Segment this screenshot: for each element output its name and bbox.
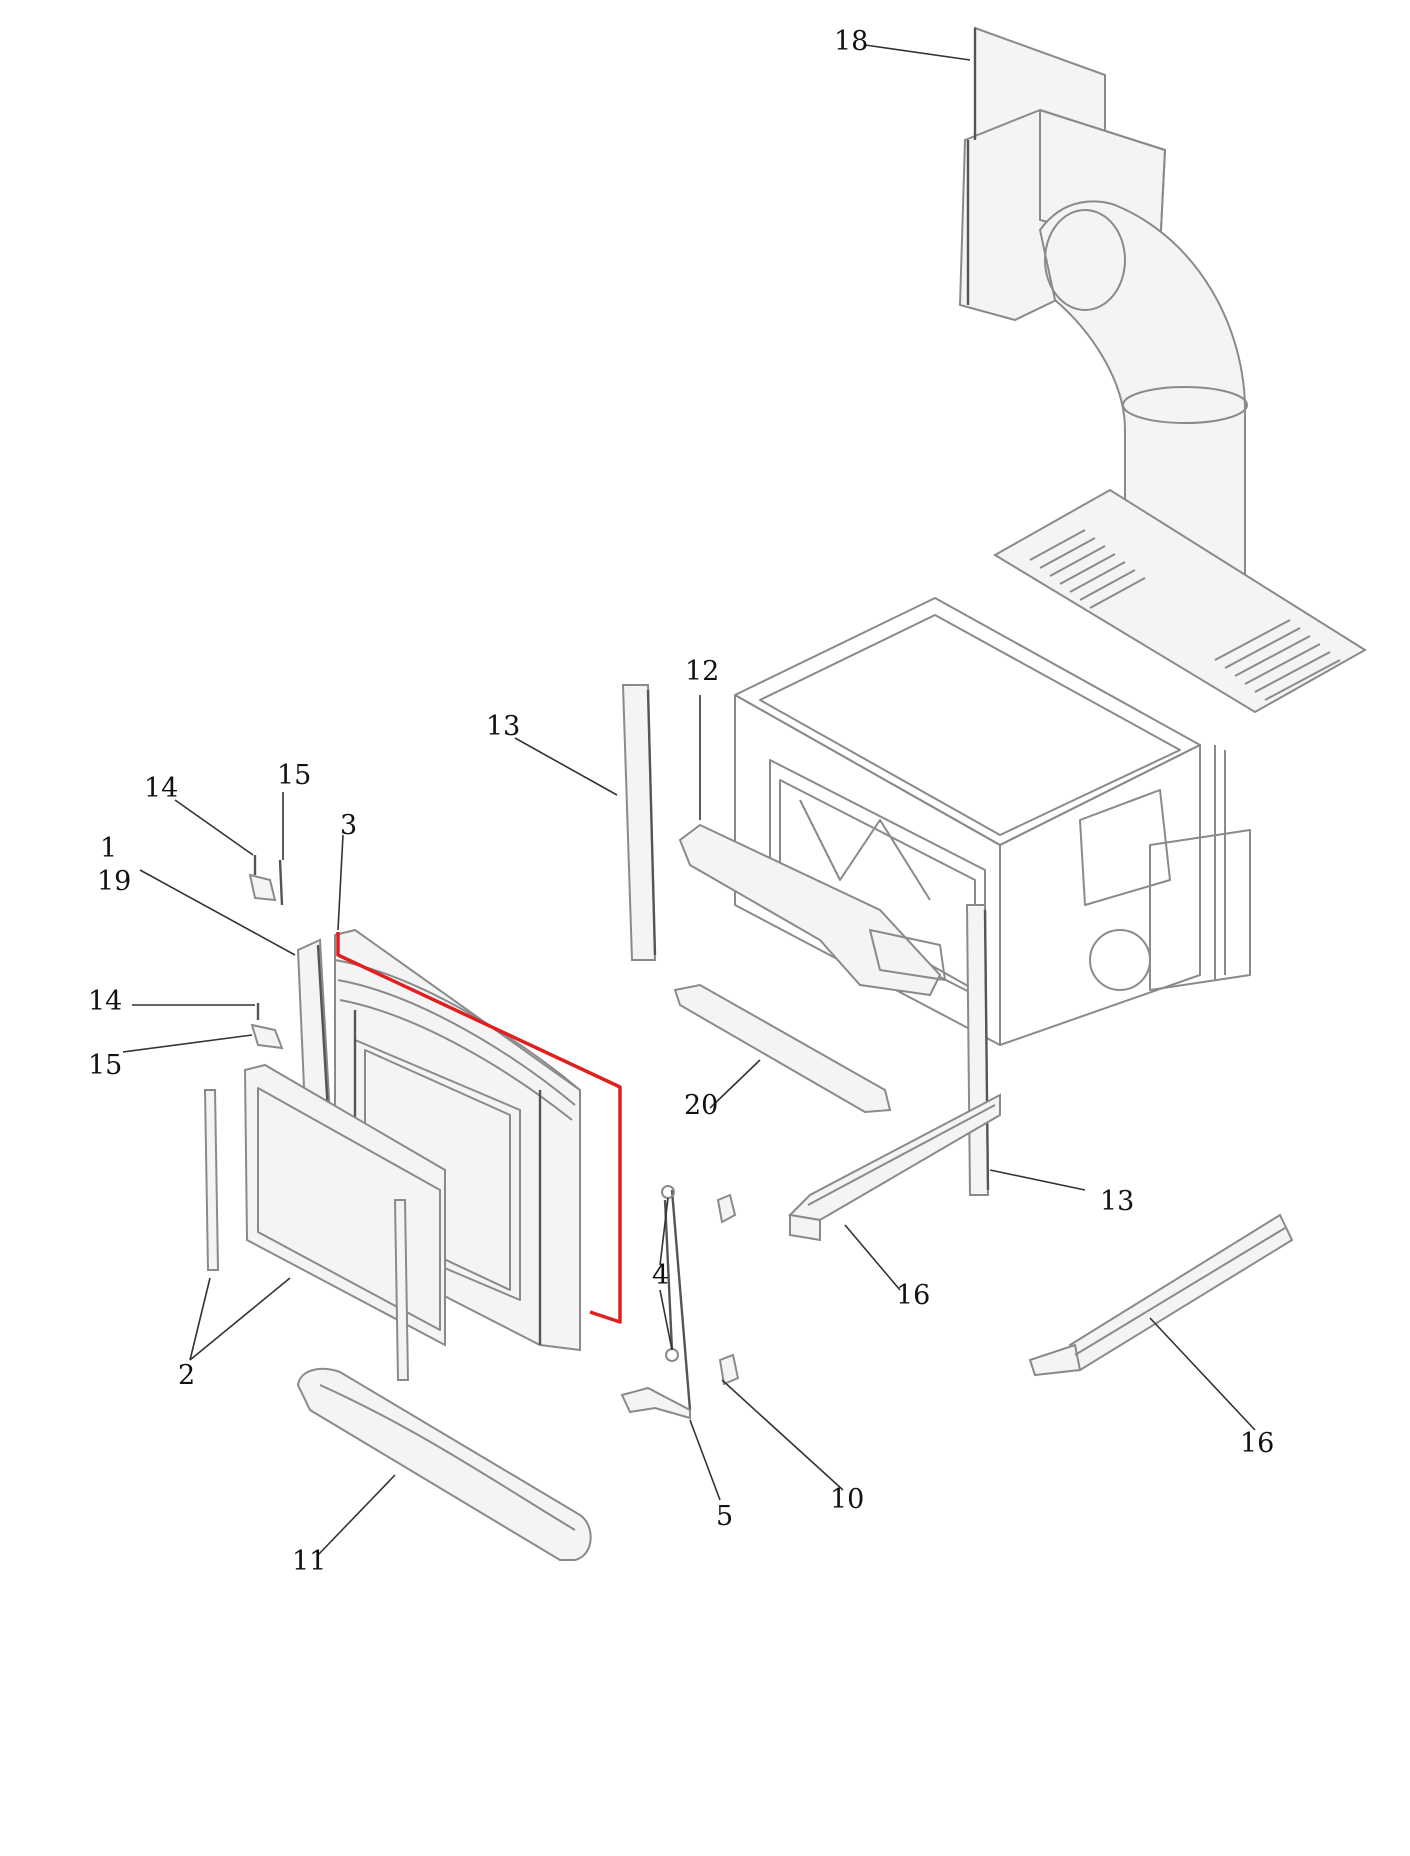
part-13-lower-trim [965,904,990,1196]
callout-13-lower: 13 [1100,1186,1135,1217]
part-20-bar [673,983,892,1114]
highlight-part-3 [336,932,622,1324]
part-16-right-rail [1028,1213,1294,1377]
part-16-left-rail [787,1093,1001,1242]
leader-lines [122,44,1256,1556]
callout-11: 11 [292,1546,327,1577]
part-5-bracket [620,1386,691,1420]
part-14-15-upper-bracket [248,855,284,906]
callout-12: 12 [685,656,720,687]
callout-14-upper: 14 [144,773,179,804]
callout-1: 1 [100,833,118,864]
insert-body [734,597,1251,1046]
callout-16-right: 16 [1240,1428,1275,1459]
callout-16-left: 16 [896,1280,931,1311]
part-14-15-lower-bracket [250,1003,284,1050]
callout-5: 5 [716,1501,734,1532]
callout-14-lower: 14 [88,986,123,1017]
callout-10: 10 [830,1484,865,1515]
callout-18: 18 [834,26,869,57]
callout-15-upper: 15 [277,760,312,791]
part-18-flue-adapter [958,26,1248,620]
callout-3: 3 [340,810,358,841]
part-2-door [203,1063,446,1381]
part-12-tray [678,823,946,997]
callout-13-upper: 13 [486,711,521,742]
callout-20: 20 [684,1090,719,1121]
callout-4: 4 [652,1260,670,1291]
part-11-bottom-trim [296,1367,592,1561]
callout-19: 19 [97,866,132,897]
part-13-upper-trim [621,684,657,961]
grated-top-plate [993,488,1367,714]
part-10-clips [716,1193,740,1386]
callout-2: 2 [178,1360,196,1391]
callout-15-lower: 15 [88,1050,123,1081]
